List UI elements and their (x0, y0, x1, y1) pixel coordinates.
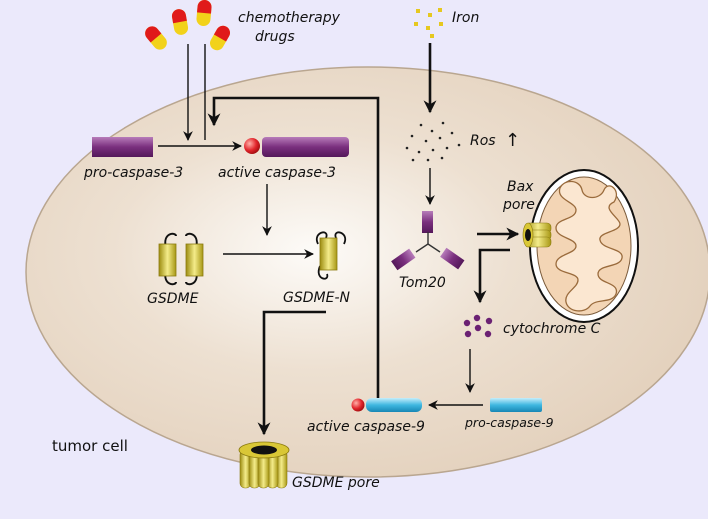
tumor-cell-label: tumor cell (52, 437, 128, 455)
pro-caspase9-label: pro-caspase-9 (464, 415, 554, 430)
iron-label: Iron (452, 10, 479, 26)
active-caspase3-red-dot (244, 138, 260, 154)
chemotherapy-label-line2: drugs (255, 29, 295, 45)
pro-caspase3-block (92, 137, 153, 157)
tom20-label: Tom20 (399, 275, 446, 291)
gsdme-n-label: GSDME-N (283, 290, 350, 306)
active-caspase3-block (262, 137, 349, 157)
arrow-bax-to-cytochrome (473, 248, 510, 304)
bax-label-line2: pore (502, 197, 535, 213)
pro-caspase3-label: pro-caspase-3 (83, 165, 183, 181)
bax-pore-icon (522, 222, 552, 248)
arrow-gsdmen-to-pore (257, 310, 326, 436)
gsdme-pore-label: GSDME pore (292, 475, 380, 491)
gsdme-protein-icon (158, 232, 204, 286)
gsdme-label: GSDME (147, 291, 199, 307)
bax-label-line1: Bax (507, 179, 534, 195)
active-caspase9-block (366, 398, 422, 412)
gsdme-pore-icon (238, 441, 290, 489)
ros-increase-arrow: ↑ (505, 130, 520, 151)
gsdme-n-protein-icon (315, 231, 347, 280)
active-caspase9-red-dot (351, 398, 365, 412)
chemotherapy-capsules-icon (145, 0, 230, 51)
tumor-cell-body (25, 66, 708, 478)
active-caspase3-label: active caspase-3 (218, 165, 336, 181)
iron-particles-icon (414, 8, 443, 38)
arrow-caspase9-feedback (207, 96, 380, 398)
tom20-protein-icon (391, 211, 465, 271)
chemotherapy-label-line1: chemotherapy (238, 10, 341, 26)
cytochrome-c-label: cytochrome C (503, 321, 601, 337)
pro-caspase9-block (490, 398, 542, 412)
active-caspase9-label: active caspase-9 (307, 419, 425, 435)
ros-label: Ros (470, 133, 496, 149)
cytochrome-c-icon (463, 314, 493, 338)
ros-particles-icon (405, 121, 461, 162)
mitochondrion-icon (529, 169, 639, 323)
